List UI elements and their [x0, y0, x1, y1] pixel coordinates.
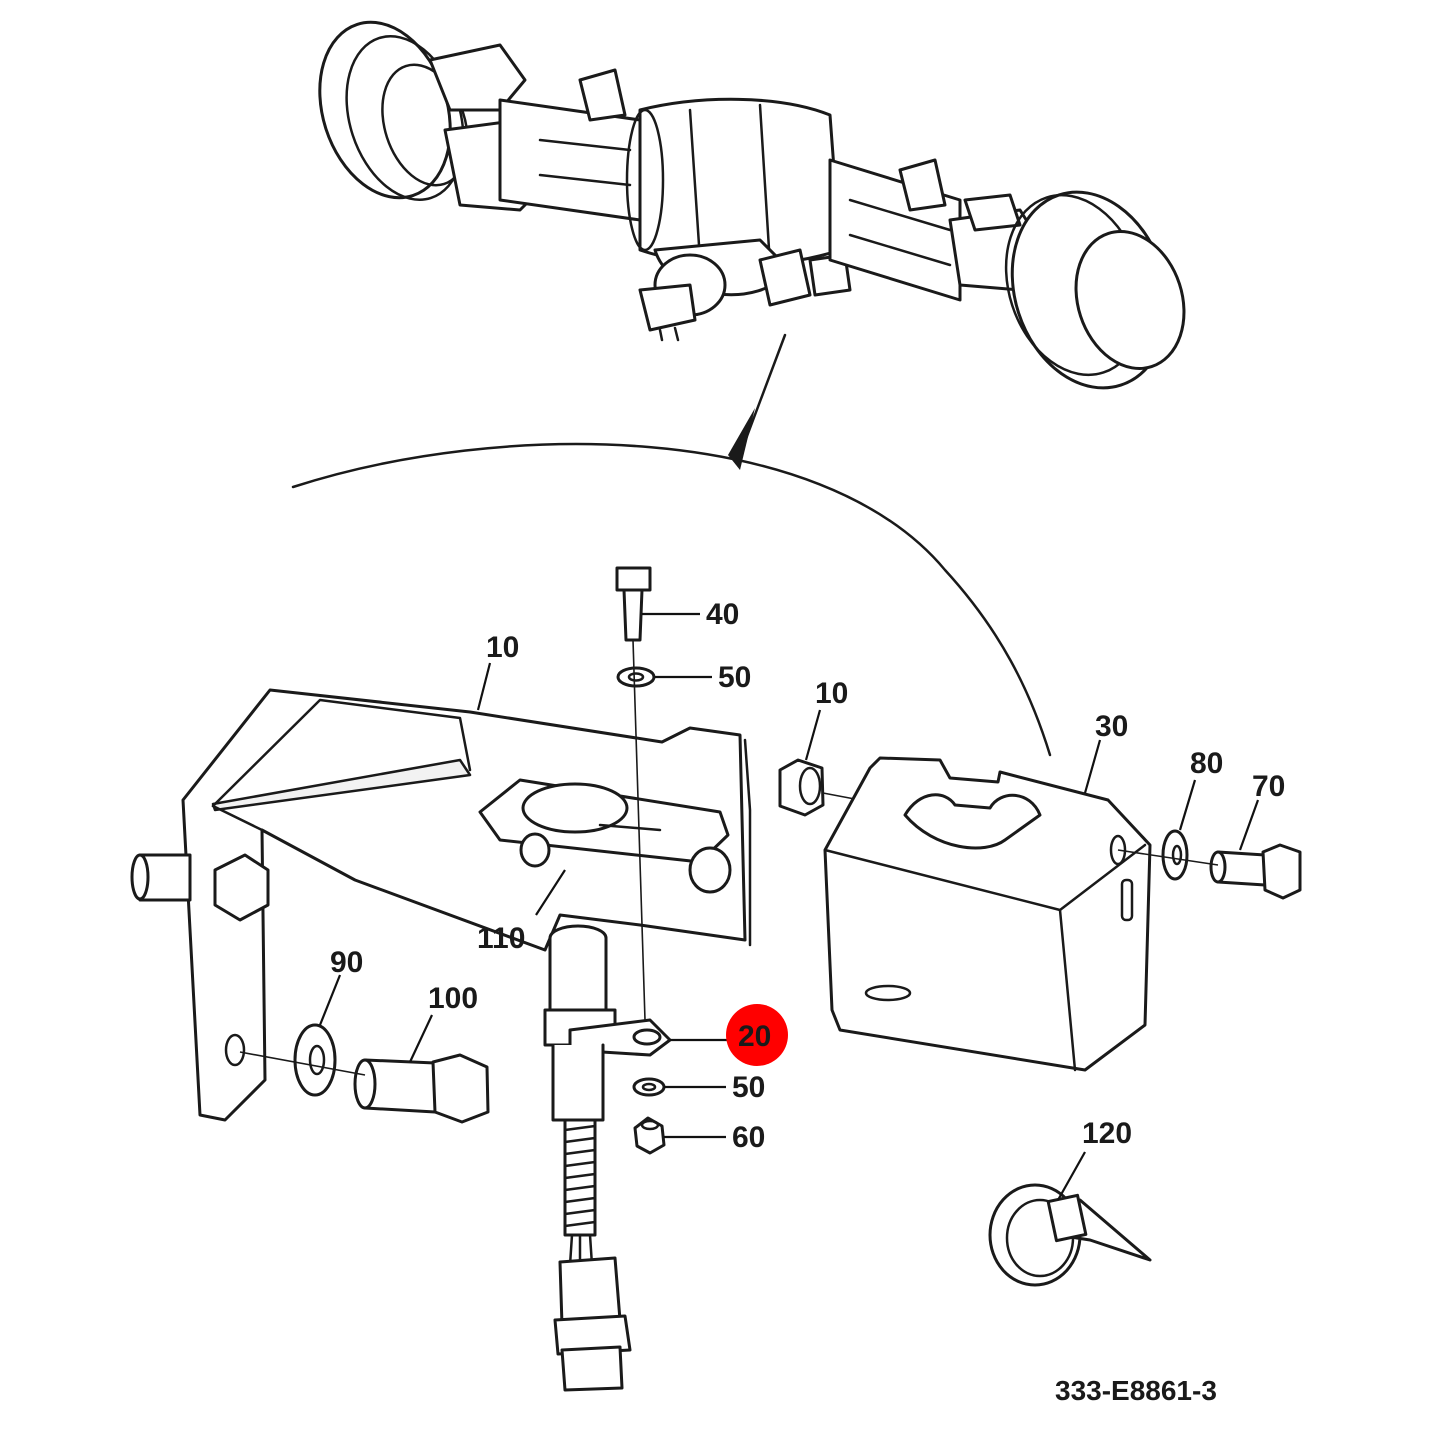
sensor-connector	[553, 1256, 632, 1392]
callout-50-top: 50	[718, 661, 751, 694]
assembly-axis	[632, 639, 646, 1021]
washer-part-50-top	[616, 666, 656, 688]
callout-80: 80	[1190, 747, 1223, 780]
callout-40: 40	[706, 598, 739, 631]
callout-50-bottom: 50	[732, 1071, 765, 1104]
callout-30: 30	[1095, 710, 1128, 743]
callout-120: 120	[1082, 1117, 1132, 1150]
bolt-70-axis	[1117, 849, 1219, 866]
bolt-100-axis	[239, 1051, 366, 1076]
callout-20: 20	[738, 1020, 771, 1053]
callout-70: 70	[1252, 770, 1285, 803]
bolt-part-40	[615, 566, 652, 642]
drawing-reference-number: 333-E8861-3	[1055, 1375, 1217, 1406]
callout-100: 100	[428, 982, 478, 1015]
nut-part-60	[633, 1116, 666, 1155]
nut-part-10	[778, 758, 825, 817]
callout-110: 110	[477, 922, 525, 955]
sensor-part-20	[543, 924, 672, 1392]
sensor-thread	[563, 1118, 597, 1237]
bracket-part-10	[130, 688, 752, 1122]
callout-60: 60	[732, 1121, 765, 1154]
cover-part-30	[823, 756, 1152, 1072]
washer-part-50-bottom	[632, 1077, 666, 1097]
highlight-marker-20	[726, 1004, 788, 1066]
bolt-part-100	[353, 1053, 490, 1124]
callout-90: 90	[330, 946, 363, 979]
callout-10-nut: 10	[815, 677, 848, 710]
axle-assembly	[318, 20, 1186, 390]
callout-10-bracket: 10	[486, 631, 519, 664]
washer-part-90	[293, 1023, 337, 1097]
cable-tie-part-120	[988, 1183, 1152, 1287]
bolt-part-70	[1209, 843, 1302, 900]
leader-lines	[318, 612, 1260, 1201]
detail-arc	[291, 442, 1052, 757]
washer-part-80	[1161, 829, 1189, 881]
detail-pointer	[728, 333, 787, 470]
